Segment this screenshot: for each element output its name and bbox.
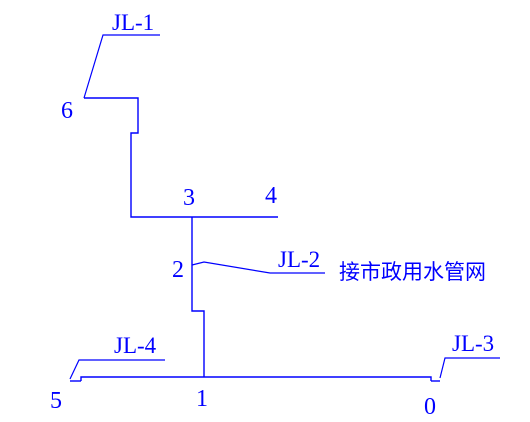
node-label-6: 6 bbox=[61, 98, 73, 124]
node-label-2: 2 bbox=[172, 257, 184, 283]
node-label-3: 3 bbox=[183, 185, 195, 211]
node-label-5: 5 bbox=[50, 388, 62, 414]
node-label-4: 4 bbox=[265, 183, 277, 209]
leader-jl3 bbox=[439, 357, 500, 379]
pipe-tag-jl4: JL-4 bbox=[114, 333, 157, 358]
pipe-tag-jl1: JL-1 bbox=[112, 10, 154, 35]
pipe-riser-jl2 bbox=[191, 217, 205, 377]
pipe-tag-jl3: JL-3 bbox=[452, 331, 494, 356]
node-label-0: 0 bbox=[424, 394, 436, 420]
leader-jl2 bbox=[191, 261, 325, 274]
leader-jl4 bbox=[69, 359, 165, 380]
pipe-tag-jl2: JL-2 bbox=[278, 247, 320, 272]
pipe-riser-jl1 bbox=[84, 97, 278, 218]
pipe-main-horizontal bbox=[80, 376, 432, 381]
node-label-1: 1 bbox=[196, 386, 208, 412]
leader-jl1 bbox=[83, 34, 160, 99]
municipal-water-note: 接市政用水管网 bbox=[339, 260, 486, 284]
